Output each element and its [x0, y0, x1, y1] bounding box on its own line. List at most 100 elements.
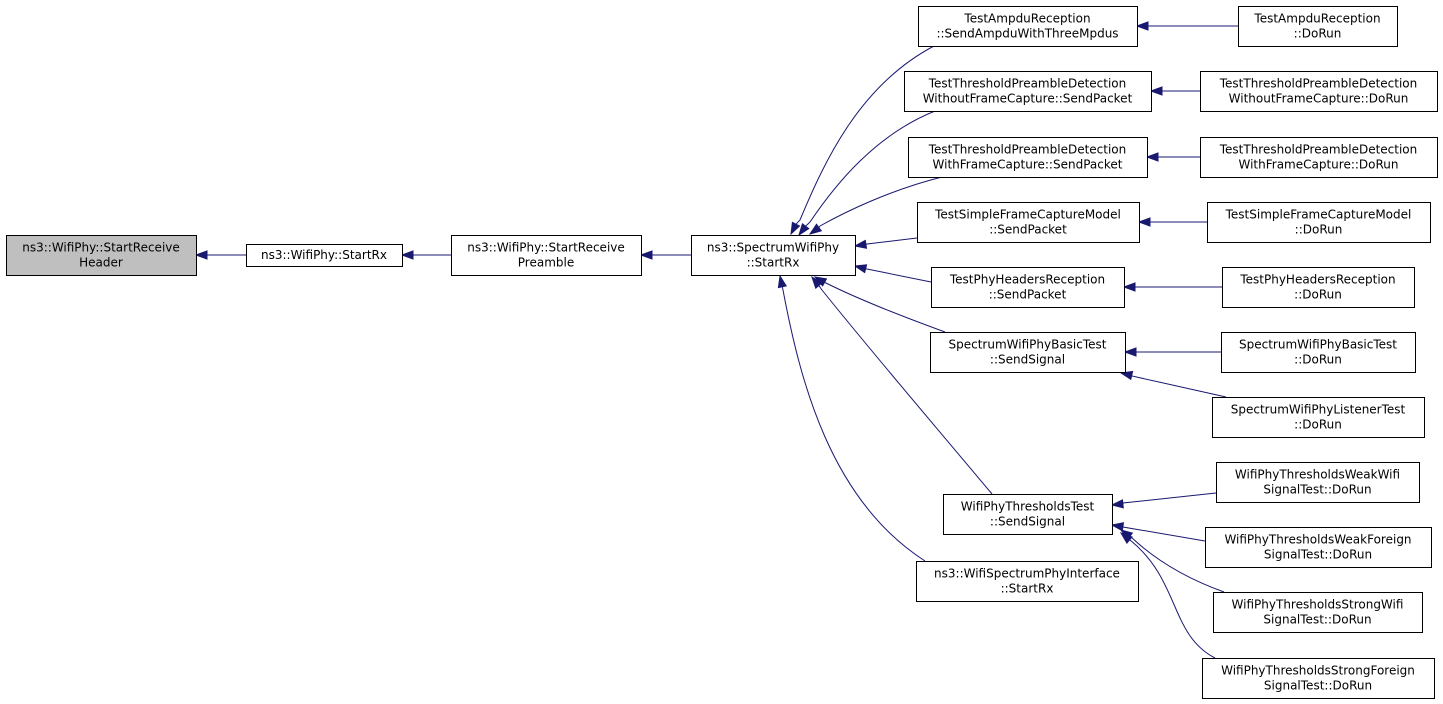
edge-n18-n17: [1110, 492, 1217, 509]
node-box[interactable]: [1221, 332, 1416, 373]
node-label: ns3::WifiSpectrumPhyInterface: [934, 567, 1120, 581]
node-box[interactable]: [1216, 462, 1420, 503]
node-box[interactable]: [1213, 592, 1423, 633]
arrowhead: [1119, 532, 1133, 544]
edge-n9-n8: [1145, 152, 1200, 162]
graph-node-n4[interactable]: TestAmpduReception::SendAmpduWithThreeMp…: [918, 6, 1138, 47]
graph-node-n22[interactable]: ns3::WifiSpectrumPhyInterface::StartRx: [916, 561, 1139, 602]
node-label: ::SendAmpduWithThreeMpdus: [936, 27, 1118, 41]
graph-node-n13[interactable]: TestPhyHeadersReception::DoRun: [1222, 267, 1415, 308]
edge-n1-n0: [194, 250, 246, 260]
node-box[interactable]: [1207, 202, 1431, 243]
graph-node-n12[interactable]: TestPhyHeadersReception::SendPacket: [931, 267, 1125, 308]
node-label: SpectrumWifiPhyListenerTest: [1231, 403, 1406, 417]
node-label: TestSimpleFrameCaptureModel: [934, 208, 1121, 222]
arrowhead: [639, 250, 653, 260]
edge-n2-n1: [400, 250, 451, 260]
node-label: WithFrameCapture::DoRun: [1238, 158, 1398, 172]
node-label: ns3::WifiPhy::StartReceive: [467, 241, 625, 255]
node-label: ::StartRx: [747, 256, 800, 270]
node-label: SignalTest::DoRun: [1263, 613, 1371, 627]
node-label: WifiPhyThresholdsTest: [961, 500, 1095, 514]
node-label: WithFrameCapture::SendPacket: [933, 158, 1123, 172]
arrowhead: [1110, 522, 1125, 532]
node-box[interactable]: [908, 137, 1148, 178]
node-label: SignalTest::DoRun: [1263, 483, 1371, 497]
edge-line: [1122, 526, 1206, 542]
node-label: WithoutFrameCapture::DoRun: [1229, 92, 1409, 106]
graph-node-n5[interactable]: TestAmpduReception::DoRun: [1238, 6, 1398, 47]
node-box[interactable]: [1202, 658, 1435, 699]
graph-node-n8[interactable]: TestThresholdPreambleDetectionWithFrameC…: [908, 137, 1148, 178]
node-box[interactable]: [246, 244, 403, 267]
graph-node-n11[interactable]: TestSimpleFrameCaptureModel::DoRun: [1207, 202, 1431, 243]
node-box[interactable]: [1200, 71, 1438, 112]
node-label: SignalTest::DoRun: [1264, 548, 1372, 562]
graph-node-n21[interactable]: WifiPhyThresholdsStrongForeignSignalTest…: [1202, 658, 1435, 699]
node-label: WithoutFrameCapture::SendPacket: [923, 92, 1133, 106]
node-box[interactable]: [930, 332, 1126, 373]
arrowhead: [1149, 86, 1163, 96]
node-box[interactable]: [918, 6, 1138, 47]
graph-node-n3[interactable]: ns3::SpectrumWifiPhy::StartRx: [691, 235, 856, 276]
edge-line: [781, 286, 926, 562]
edge-line: [795, 45, 935, 225]
arrowhead: [194, 250, 208, 260]
arrowhead: [1119, 370, 1134, 381]
arrowhead: [790, 221, 801, 236]
node-label: WifiPhyThresholdsWeakWifi: [1235, 468, 1400, 482]
graph-node-n9[interactable]: TestThresholdPreambleDetectionWithFrameC…: [1200, 137, 1438, 178]
node-box[interactable]: [943, 494, 1113, 535]
node-label: TestThresholdPreambleDetection: [1219, 77, 1418, 91]
node-box[interactable]: [691, 235, 856, 276]
node-label: TestAmpduReception: [963, 12, 1090, 26]
graph-node-n20[interactable]: WifiPhyThresholdsStrongWifiSignalTest::D…: [1213, 592, 1423, 633]
node-box[interactable]: [1205, 527, 1432, 568]
edge-line: [824, 281, 946, 333]
node-box[interactable]: [1200, 137, 1438, 178]
node-box[interactable]: [451, 235, 642, 276]
node-label: TestPhyHeadersReception: [1239, 273, 1395, 287]
edge-line: [805, 110, 936, 227]
graph-node-n6[interactable]: TestThresholdPreambleDetectionWithoutFra…: [904, 71, 1152, 112]
graph-node-n15[interactable]: SpectrumWifiPhyBasicTest::DoRun: [1221, 332, 1416, 373]
graph-node-n14[interactable]: SpectrumWifiPhyBasicTest::SendSignal: [930, 332, 1126, 373]
node-label: TestAmpduReception: [1253, 12, 1380, 26]
node-box[interactable]: [916, 561, 1139, 602]
edge-n10-n3: [853, 237, 918, 249]
node-label: WifiPhyThresholdsStrongForeign: [1221, 664, 1415, 678]
node-box[interactable]: [904, 71, 1152, 112]
edge-line: [818, 176, 943, 228]
graph-node-n17[interactable]: WifiPhyThresholdsTest::SendSignal: [943, 494, 1113, 535]
graph-node-n18[interactable]: WifiPhyThresholdsWeakWifiSignalTest::DoR…: [1216, 462, 1420, 503]
graph-node-n10[interactable]: TestSimpleFrameCaptureModel::SendPacket: [917, 202, 1140, 243]
graph-node-n1[interactable]: ns3::WifiPhy::StartRx: [246, 244, 403, 267]
graph-node-n7[interactable]: TestThresholdPreambleDetectionWithoutFra…: [1200, 71, 1438, 112]
edge-n19-n17: [1110, 522, 1206, 542]
node-box[interactable]: [1212, 397, 1425, 438]
node-box[interactable]: [917, 202, 1140, 243]
node-box[interactable]: [1238, 6, 1398, 47]
node-label: ::SendSignal: [990, 515, 1065, 529]
graph-node-n19[interactable]: WifiPhyThresholdsWeakForeignSignalTest::…: [1205, 527, 1432, 568]
edge-line: [865, 268, 932, 283]
node-box[interactable]: [931, 267, 1125, 308]
node-label: ::DoRun: [1294, 288, 1342, 302]
node-box[interactable]: [6, 235, 197, 276]
edge-line: [1129, 539, 1216, 659]
node-box[interactable]: [1222, 267, 1415, 308]
arrowhead: [811, 275, 823, 289]
arrowhead: [1122, 282, 1136, 292]
node-label: WifiPhyThresholdsWeakForeign: [1224, 533, 1411, 547]
edge-n6-n3: [798, 110, 936, 237]
graph-node-n16[interactable]: SpectrumWifiPhyListenerTest::DoRun: [1212, 397, 1425, 438]
edge-line: [1131, 375, 1227, 398]
node-label: SpectrumWifiPhyBasicTest: [949, 338, 1107, 352]
arrowhead: [777, 274, 788, 289]
edges-layer: [194, 21, 1238, 659]
arrowhead: [1123, 347, 1137, 357]
edge-n14-n3: [813, 276, 946, 333]
